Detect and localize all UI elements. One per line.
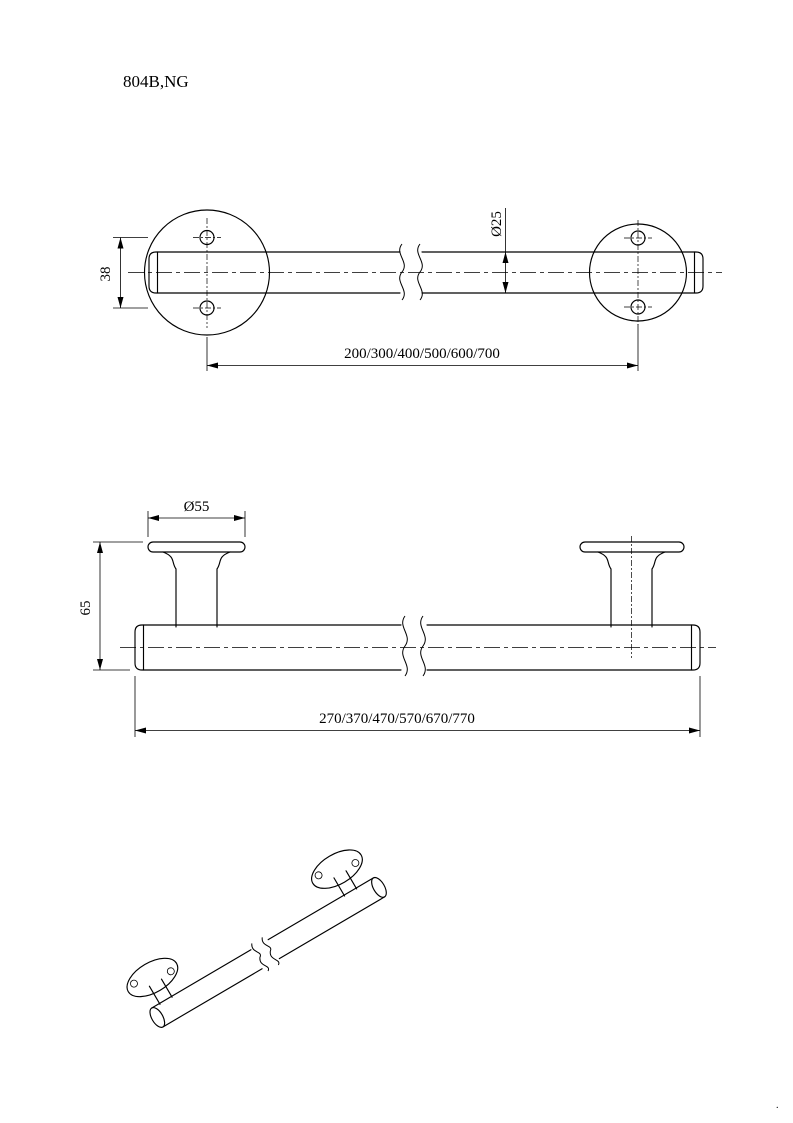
screw-hole bbox=[166, 967, 175, 976]
right-post-stem-right bbox=[651, 551, 666, 628]
right-post-stem-left bbox=[597, 551, 612, 628]
break-symbol bbox=[402, 615, 426, 677]
right-flange-assembly bbox=[311, 849, 363, 897]
stem-side-line bbox=[160, 978, 173, 998]
page-mark: . bbox=[776, 1100, 779, 1111]
dim-bar-diameter: Ø25 bbox=[489, 208, 509, 293]
break-line-right bbox=[417, 243, 423, 301]
screw-hole bbox=[314, 871, 323, 880]
isometric-view bbox=[126, 849, 387, 1028]
bar-left-half bbox=[148, 251, 401, 294]
right-flange-screw-hole-bottom bbox=[624, 299, 652, 315]
break-line-right bbox=[261, 937, 280, 966]
break-line-left bbox=[251, 943, 270, 972]
left-flange-assembly bbox=[126, 957, 179, 1005]
left-flange-screw-hole-top bbox=[193, 229, 221, 246]
wall-flange-ellipse bbox=[311, 849, 363, 889]
break-symbol bbox=[251, 937, 280, 972]
dim-overall-length: 270/370/470/570/670/770 bbox=[134, 676, 701, 737]
left-post-stem-left bbox=[162, 551, 177, 628]
left-post-stem-right bbox=[216, 551, 231, 628]
right-wall-plate bbox=[579, 541, 685, 553]
dim-center-distance: 200/300/400/500/600/700 bbox=[206, 324, 639, 371]
dim-65-label: 65 bbox=[78, 601, 94, 616]
bar-side-line bbox=[278, 896, 386, 960]
bar-right-half bbox=[421, 251, 704, 294]
left-flange-circle bbox=[143, 209, 271, 336]
drawing-title: 804B,NG bbox=[123, 72, 189, 91]
bar-side-line bbox=[162, 968, 263, 1028]
bar-side-line bbox=[151, 949, 252, 1009]
break-line-left bbox=[399, 243, 405, 301]
bar-left-half bbox=[134, 624, 402, 671]
wall-flange-ellipse bbox=[126, 957, 179, 998]
screw-hole bbox=[130, 979, 138, 988]
break-line-left bbox=[402, 615, 408, 677]
left-wall-plate bbox=[147, 541, 246, 553]
dim-flange-diameter: Ø55 bbox=[147, 499, 246, 537]
right-flange-screw-hole-top bbox=[624, 230, 652, 246]
dim-38-label: 38 bbox=[98, 267, 114, 282]
stem-side-line bbox=[345, 870, 358, 890]
dim-lengths-label: 200/300/400/500/600/700 bbox=[344, 346, 500, 362]
screw-hole bbox=[351, 859, 360, 867]
break-symbol bbox=[399, 243, 423, 301]
front-view: 38 Ø25 200/300/400/500/600/700 bbox=[98, 208, 722, 371]
left-post bbox=[147, 541, 246, 628]
dim-hole-offset: 38 bbox=[98, 237, 148, 309]
break-line-right bbox=[420, 615, 426, 677]
dim-55-label: Ø55 bbox=[184, 499, 210, 515]
bar-side-line bbox=[267, 877, 374, 941]
plan-view: Ø55 65 270/370/470/570/670/770 bbox=[78, 499, 716, 737]
stem-side-line bbox=[333, 877, 346, 897]
dim-25-label: Ø25 bbox=[489, 211, 505, 237]
stem-side-line bbox=[148, 985, 161, 1005]
right-post bbox=[579, 536, 685, 658]
bar-right-half bbox=[426, 624, 701, 671]
dim-projection: 65 bbox=[78, 541, 143, 671]
left-flange-screw-hole-bottom bbox=[193, 300, 221, 316]
dim-lengths-label: 270/370/470/570/670/770 bbox=[319, 711, 475, 727]
